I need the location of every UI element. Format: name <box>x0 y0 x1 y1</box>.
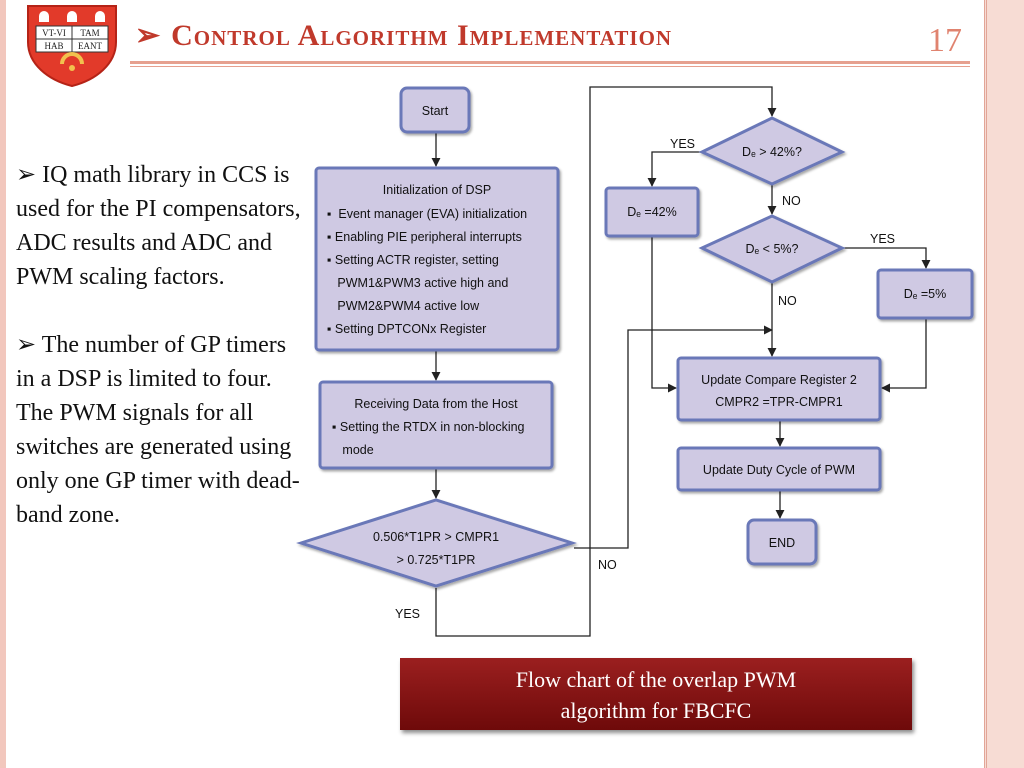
bullet-item: ➢ The number of GP timers in a DSP is li… <box>16 328 308 532</box>
end-node <box>746 518 818 566</box>
main-no-label: NO <box>598 558 617 572</box>
init-item-5: PWM2&PWM4 active low <box>327 299 480 313</box>
upper-no-label: NO <box>782 194 801 208</box>
decision-upper <box>698 116 846 186</box>
bullet-item: ➢ IQ math library in CCS is used for the… <box>16 158 308 294</box>
title-underline <box>130 61 970 64</box>
receive-data-box <box>318 380 554 470</box>
university-crest-logo: VT-VI TAM HAB EANT <box>27 5 117 88</box>
init-item-4: PWM1&PWM3 active high and <box>327 276 508 290</box>
left-frame-border <box>0 0 6 768</box>
connector-lower-yes <box>842 247 931 269</box>
connector-set5-update <box>881 318 927 393</box>
upper-yes-label: YES <box>670 137 695 151</box>
set-de-42-label: Dₑ =42% <box>627 205 676 219</box>
update-compare-line-1: Update Compare Register 2 <box>701 373 857 387</box>
arrow-bullet-icon: ➢ <box>16 332 42 358</box>
logo-text-3: HAB <box>44 41 63 51</box>
update-duty-label: Update Duty Cycle of PWM <box>703 463 855 477</box>
main-yes-label: YES <box>395 607 420 621</box>
init-item-6: ▪ Setting DPTCONx Register <box>327 322 486 336</box>
receive-item-2: mode <box>332 443 374 457</box>
decision-lower-label: Dₑ < 5%? <box>746 242 799 256</box>
bullet-list: ➢ IQ math library in CCS is used for the… <box>16 158 308 566</box>
slide-title: ➢ Control Algorithm Implementation <box>135 18 672 53</box>
connector-yes-loop <box>435 86 777 637</box>
init-title: Initialization of DSP <box>383 183 491 197</box>
connector-no-path <box>574 325 773 549</box>
update-duty-box <box>676 446 882 492</box>
decision-main-line-2: > 0.725*T1PR <box>397 553 476 567</box>
figure-caption: Flow chart of the overlap PWM algorithm … <box>400 658 912 730</box>
decision-main-line-1: 0.506*T1PR > CMPR1 <box>373 530 499 544</box>
init-item-2: ▪ Enabling PIE peripheral interrupts <box>327 230 522 244</box>
logo-text-1: VT-VI <box>42 28 66 38</box>
bullet-text: The number of GP timers in a DSP is limi… <box>16 332 300 528</box>
lower-yes-label: YES <box>870 232 895 246</box>
title-underline-thin <box>130 66 970 67</box>
start-label: Start <box>422 104 449 118</box>
title-bullet-icon: ➢ <box>135 19 162 52</box>
init-item-1: ▪ Event manager (EVA) initialization <box>327 207 527 221</box>
receive-title: Receiving Data from the Host <box>354 397 518 411</box>
slide-title-text: Control Algorithm Implementation <box>171 19 673 52</box>
end-label: END <box>769 536 795 550</box>
set-de-42-box <box>604 186 700 238</box>
init-dsp-box <box>314 166 560 352</box>
update-compare-box <box>676 356 882 422</box>
logo-text-4: EANT <box>78 41 102 51</box>
set-de-5-box <box>876 268 974 320</box>
connector-set42-update <box>651 236 677 393</box>
lower-no-label: NO <box>778 294 797 308</box>
receive-item-1: ▪ Setting the RTDX in non-blocking <box>332 420 525 434</box>
logo-text-2: TAM <box>80 28 99 38</box>
arrow-bullet-icon: ➢ <box>16 162 43 188</box>
slide-number: 17 <box>928 22 962 59</box>
init-item-3: ▪ Setting ACTR register, setting <box>327 253 499 267</box>
right-frame-border <box>984 0 1024 768</box>
start-node <box>399 86 471 134</box>
update-compare-line-2: CMPR2 =TPR-CMPR1 <box>715 395 842 409</box>
set-de-5-label: Dₑ =5% <box>904 287 947 301</box>
connector-upper-yes <box>647 151 702 187</box>
bullet-text: IQ math library in CCS is used for the P… <box>16 162 301 290</box>
caption-line-1: Flow chart of the overlap PWM <box>515 667 797 692</box>
caption-line-2: algorithm for FBCFC <box>560 698 752 723</box>
decision-lower <box>698 214 846 284</box>
decision-upper-label: Dₑ > 42%? <box>742 145 802 159</box>
decision-main <box>296 498 577 588</box>
